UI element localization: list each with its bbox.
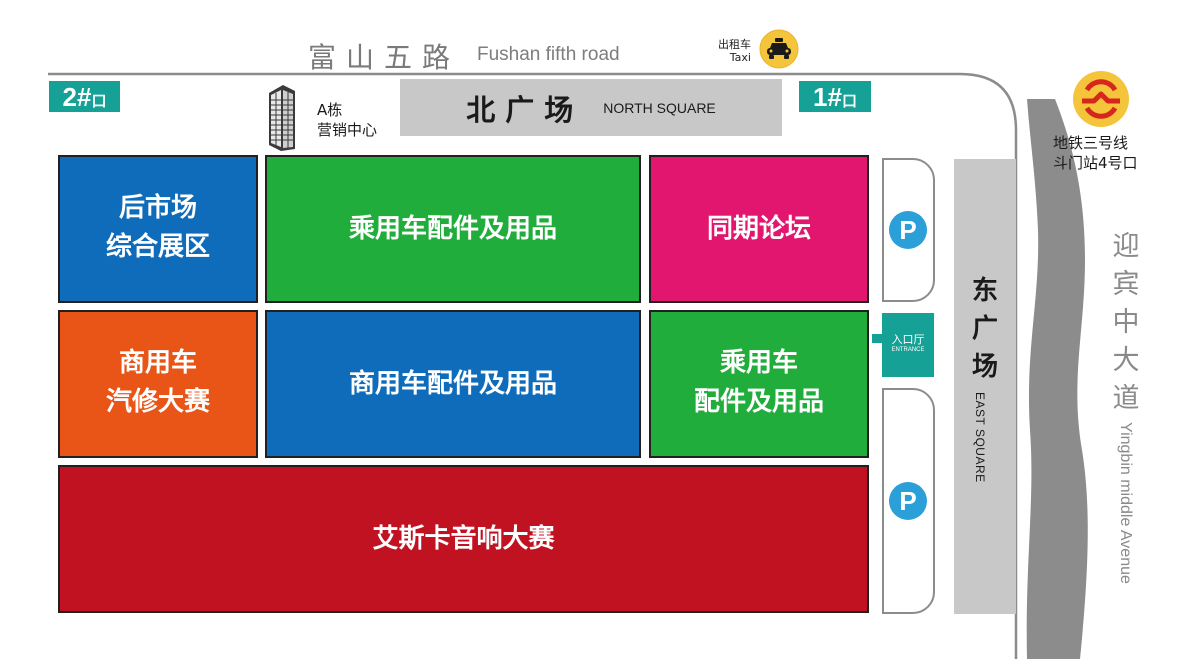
hall-passenger-parts-right[interactable]: 乘用车配件及用品: [649, 310, 869, 458]
north-road-name-en: Fushan fifth road: [477, 44, 620, 65]
east-square-name-en: EAST SQUARE: [973, 392, 987, 483]
hall-forum-label: 同期论坛: [706, 214, 811, 244]
hall-aftermarket-line2: 综合展区: [105, 232, 210, 262]
parking-icon: P: [889, 211, 927, 249]
hall-passenger-parts-right-line2: 配件及用品: [693, 387, 824, 417]
avenue-char: 大: [1112, 345, 1140, 376]
hall-passenger-parts-top[interactable]: 乘用车配件及用品: [265, 155, 641, 303]
north-square-name-en: NORTH SQUARE: [603, 99, 716, 116]
hall-aftermarket[interactable]: 后市场综合展区: [58, 155, 258, 303]
entrance-connector: [872, 334, 884, 343]
metro-logo-icon[interactable]: [1072, 70, 1130, 128]
sales-center-line1: A栋: [317, 101, 343, 119]
hall-forum[interactable]: 同期论坛: [649, 155, 869, 303]
hall-passenger-parts-right-line1: 乘用车: [719, 348, 798, 378]
parking-icon: P: [889, 482, 927, 520]
hall-passenger-parts-top-label: 乘用车配件及用品: [348, 214, 557, 244]
metro-station-label: 地铁三号线 斗门站4号口: [1053, 133, 1138, 173]
east-square-char: 东: [971, 276, 998, 306]
taxi-label: 出租车 Taxi: [718, 38, 751, 64]
taxi-icon[interactable]: [759, 29, 799, 69]
entrance-hall[interactable]: 入口厅 ENTRANCE: [882, 313, 934, 377]
entrance-label-en: ENTRANCE: [891, 347, 925, 353]
north-road-name: 富山五路: [308, 41, 461, 74]
hall-commercial-parts-label: 商用车配件及用品: [348, 369, 557, 399]
taxi-label-en: Taxi: [729, 51, 751, 64]
avenue-char: 宾: [1112, 269, 1140, 300]
east-avenue-name-en: Yingbin middle Avenue: [1117, 422, 1134, 584]
gate-2-badge[interactable]: 2# 口: [49, 81, 120, 112]
yingbin-avenue-band: [1026, 99, 1088, 659]
north-square[interactable]: 北广场 NORTH SQUARE: [400, 79, 782, 136]
hall-audio-contest[interactable]: 艾斯卡音响大赛: [58, 465, 869, 613]
hall-audio-contest-label: 艾斯卡音响大赛: [372, 524, 555, 554]
east-avenue-name: 迎 宾 中 大 道: [1110, 228, 1142, 418]
east-square-name: 东 广 场: [968, 272, 1002, 386]
east-square[interactable]: [954, 159, 1016, 614]
sales-center-label: A栋 营销中心: [317, 100, 377, 140]
metro-line-label: 地铁三号线: [1053, 134, 1129, 152]
metro-exit-label: 斗门站4号口: [1053, 154, 1138, 172]
gate-1-suffix: 口: [841, 93, 857, 110]
gate-2-suffix: 口: [91, 93, 107, 110]
north-square-name: 北广场: [466, 92, 584, 127]
office-tower-icon: [269, 85, 295, 151]
avenue-char: 中: [1112, 307, 1140, 338]
hall-commercial-repair-line2: 汽修大赛: [105, 387, 210, 417]
hall-aftermarket-line1: 后市场: [118, 193, 197, 223]
hall-commercial-repair-line1: 商用车: [118, 348, 197, 378]
hall-commercial-repair[interactable]: 商用车汽修大赛: [58, 310, 258, 458]
taxi-label-cn: 出租车: [718, 38, 751, 51]
avenue-char: 迎: [1112, 231, 1140, 262]
hall-commercial-parts[interactable]: 商用车配件及用品: [265, 310, 641, 458]
gate-1-badge[interactable]: 1# 口: [799, 81, 871, 112]
east-square-char: 场: [971, 352, 998, 382]
east-square-char: 广: [971, 314, 998, 344]
entrance-label: 入口厅: [891, 333, 925, 346]
gate-2-number: 2#: [62, 82, 92, 112]
gate-1-number: 1#: [813, 82, 842, 112]
north-road-edge: [48, 72, 1018, 659]
avenue-char: 道: [1112, 383, 1140, 414]
sales-center-line2: 营销中心: [317, 121, 378, 139]
